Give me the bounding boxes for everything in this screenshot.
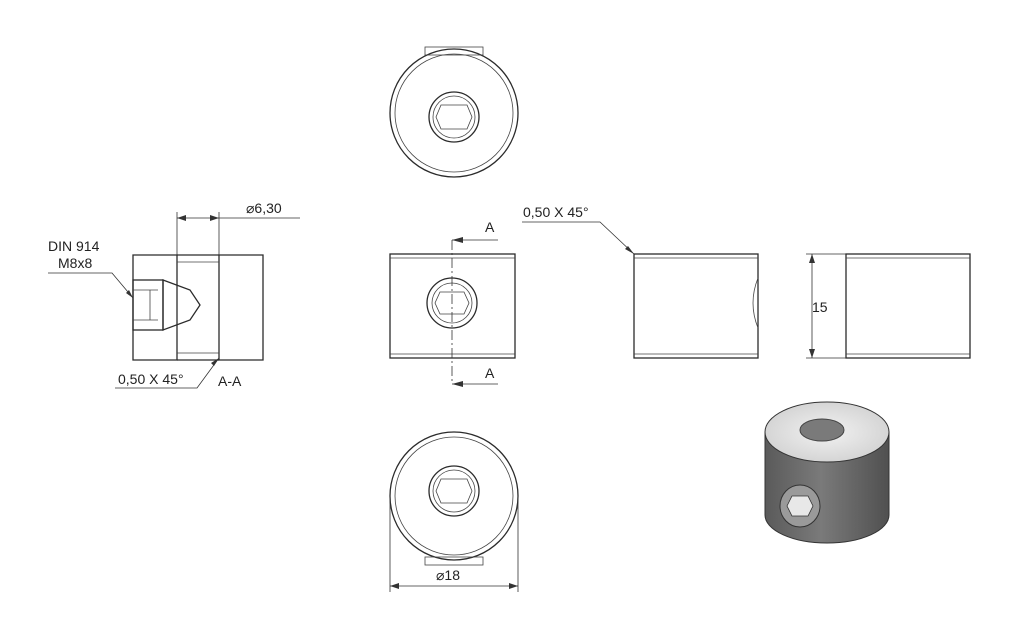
section-mark-bottom: A <box>485 365 495 381</box>
section-chamfer-label: 0,50 X 45° <box>118 371 184 387</box>
right-view: 15 <box>806 253 971 359</box>
side-view-chamfer: 0,50 X 45° <box>522 204 759 359</box>
outer-diameter-label: ⌀18 <box>436 567 460 583</box>
top-view <box>389 46 519 178</box>
front-view: A A <box>389 219 516 387</box>
height-dim-label: 15 <box>812 299 828 315</box>
side-chamfer-label: 0,50 X 45° <box>523 204 589 220</box>
din-callout-line2: M8x8 <box>58 255 92 271</box>
bore-diameter-label: ⌀6,30 <box>246 200 282 216</box>
section-view-a-a: ⌀6,30 DIN 914 M8x8 0,50 X 45° A-A <box>48 200 300 389</box>
bottom-view: ⌀18 <box>389 431 519 592</box>
din-callout-line1: DIN 914 <box>48 238 100 254</box>
section-name-label: A-A <box>218 373 242 389</box>
section-mark-top: A <box>485 219 495 235</box>
isometric-render <box>764 401 890 544</box>
